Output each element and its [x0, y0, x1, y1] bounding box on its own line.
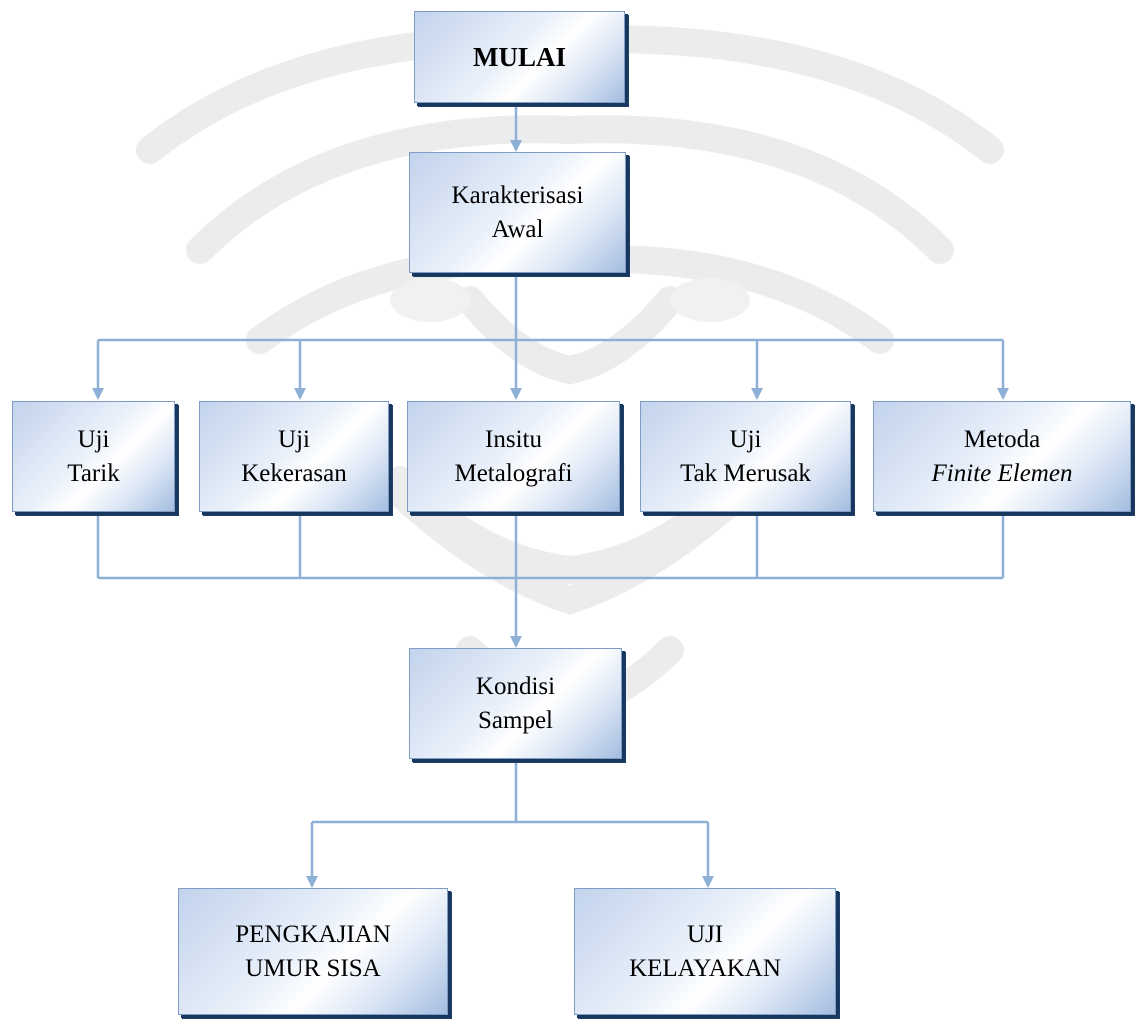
- test-line1: Uji: [278, 425, 310, 453]
- test-box-uji-tarik: Uji Tarik: [12, 401, 175, 512]
- test-line1: Uji: [729, 425, 762, 453]
- outcome-line1: UJI: [686, 920, 724, 948]
- initial-characterization-line1: Karakterisasi: [451, 181, 584, 209]
- outcome-line2: KELAYAKAN: [629, 954, 781, 982]
- outcome-box-pengkajian-umur-sisa: PENGKAJIAN UMUR SISA: [178, 888, 448, 1015]
- start-label: MULAI: [473, 42, 566, 72]
- test-line2: Kekerasan: [241, 459, 347, 487]
- start-box: MULAI: [414, 11, 625, 103]
- sample-condition-line2: Sampel: [478, 706, 553, 734]
- test-line1: Uji: [77, 425, 110, 453]
- outcome-line2: UMUR SISA: [245, 954, 381, 982]
- test-line2: Tak Merusak: [680, 459, 811, 487]
- test-line2: Metalografi: [454, 459, 573, 487]
- sample-condition-line1: Kondisi: [475, 672, 556, 700]
- test-box-uji-kekerasan: Uji Kekerasan: [199, 401, 389, 512]
- outcome-box-uji-kelayakan: UJI KELAYAKAN: [574, 888, 836, 1015]
- test-box-metoda-finite-elemen: Metoda Finite Elemen: [873, 401, 1131, 512]
- test-line2: Finite Elemen: [931, 459, 1073, 487]
- test-line2: Tarik: [67, 459, 120, 487]
- initial-characterization-line2: Awal: [491, 215, 544, 243]
- initial-characterization-box: Karakterisasi Awal: [409, 152, 626, 273]
- sample-condition-box: Kondisi Sampel: [409, 648, 622, 759]
- test-line1: Insitu: [485, 425, 542, 453]
- test-line1: Metoda: [963, 425, 1041, 453]
- test-box-insitu-metalografi: Insitu Metalografi: [407, 401, 620, 512]
- outcome-line1: PENGKAJIAN: [235, 920, 391, 948]
- test-box-uji-tak-merusak: Uji Tak Merusak: [640, 401, 851, 512]
